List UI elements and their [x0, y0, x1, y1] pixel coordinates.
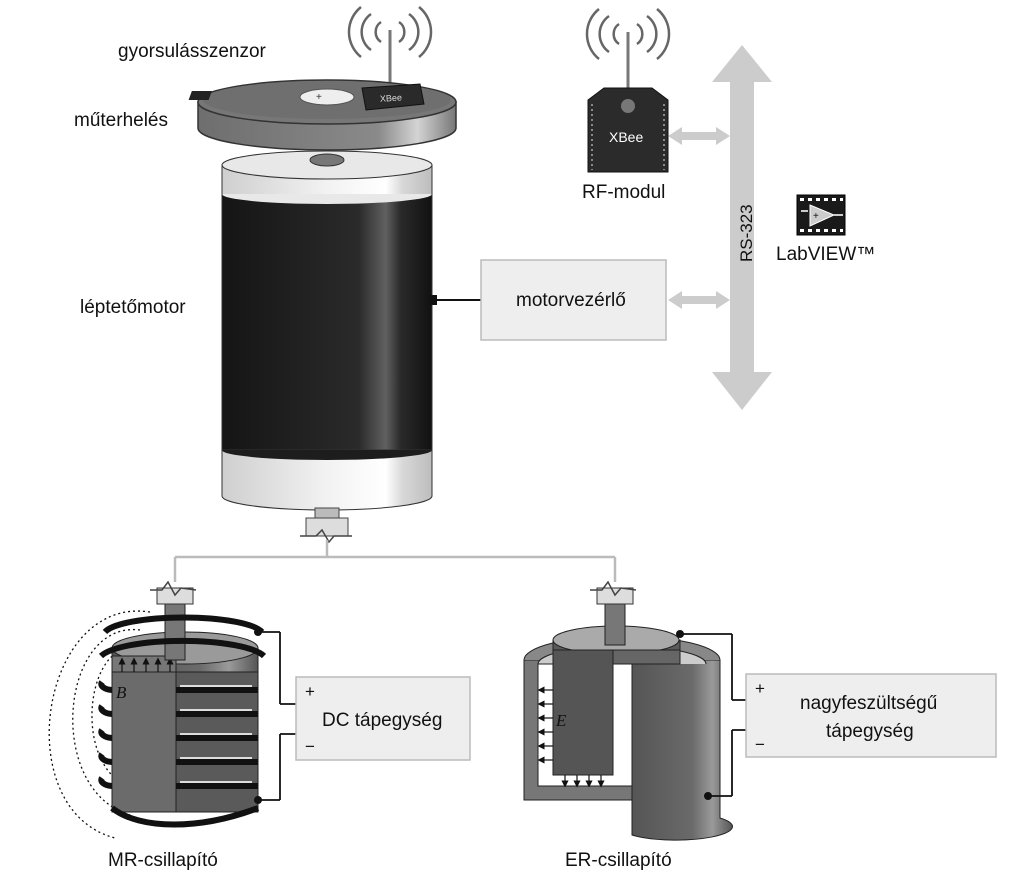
hv-supply-label-line2: tápegység [826, 721, 914, 742]
rf-module-label: RF-modul [582, 182, 665, 203]
motor-controller-label: motorvezérlő [516, 290, 626, 311]
rs323-bus: RS-323 [712, 45, 772, 410]
hv-supply: nagyfeszültségű tápegység + − [745, 673, 997, 758]
er-damper-label: ER-csillapító [565, 850, 672, 871]
dc-plus-label: + [305, 682, 315, 701]
rf-bus-arrow [668, 127, 730, 145]
mr-damper: B [48, 580, 317, 839]
xbee-chip-icon: XBee [587, 87, 669, 173]
hv-supply-label-line1: nagyfeszültségű [800, 693, 937, 714]
svg-text:+: + [813, 211, 819, 222]
rs323-label: RS-323 [737, 204, 756, 262]
stepper-motor [221, 150, 433, 544]
er-damper: E [523, 580, 767, 841]
labview-icon: + [796, 194, 846, 236]
dc-supply: DC tápegység + − [295, 676, 471, 761]
labview-label: LabVIEW™ [776, 244, 875, 265]
xbee-module-label: XBee [609, 129, 643, 145]
artificial-load-disk: + XBee [188, 79, 457, 151]
hv-plus-label: + [755, 679, 765, 698]
accel-sensor-label: gyorsulásszenzor [118, 41, 267, 62]
field-e-label: E [555, 711, 567, 730]
dc-minus-label: − [305, 737, 315, 756]
hv-minus-label: − [755, 735, 765, 754]
svg-text:+: + [316, 92, 322, 103]
xbee-sensor-label: XBee [380, 92, 403, 104]
controller-bus-arrow [668, 291, 730, 309]
dc-supply-label: DC tápegység [322, 710, 442, 731]
antenna-icon [347, 6, 433, 88]
mr-damper-label: MR-csillapító [108, 850, 218, 871]
motor-controller: motorvezérlő [480, 259, 667, 341]
field-b-label: B [116, 683, 127, 702]
stepper-motor-label: léptetőmotor [80, 297, 186, 318]
artificial-load-label: műterhelés [74, 110, 168, 131]
damper-link-bracket [173, 540, 617, 582]
